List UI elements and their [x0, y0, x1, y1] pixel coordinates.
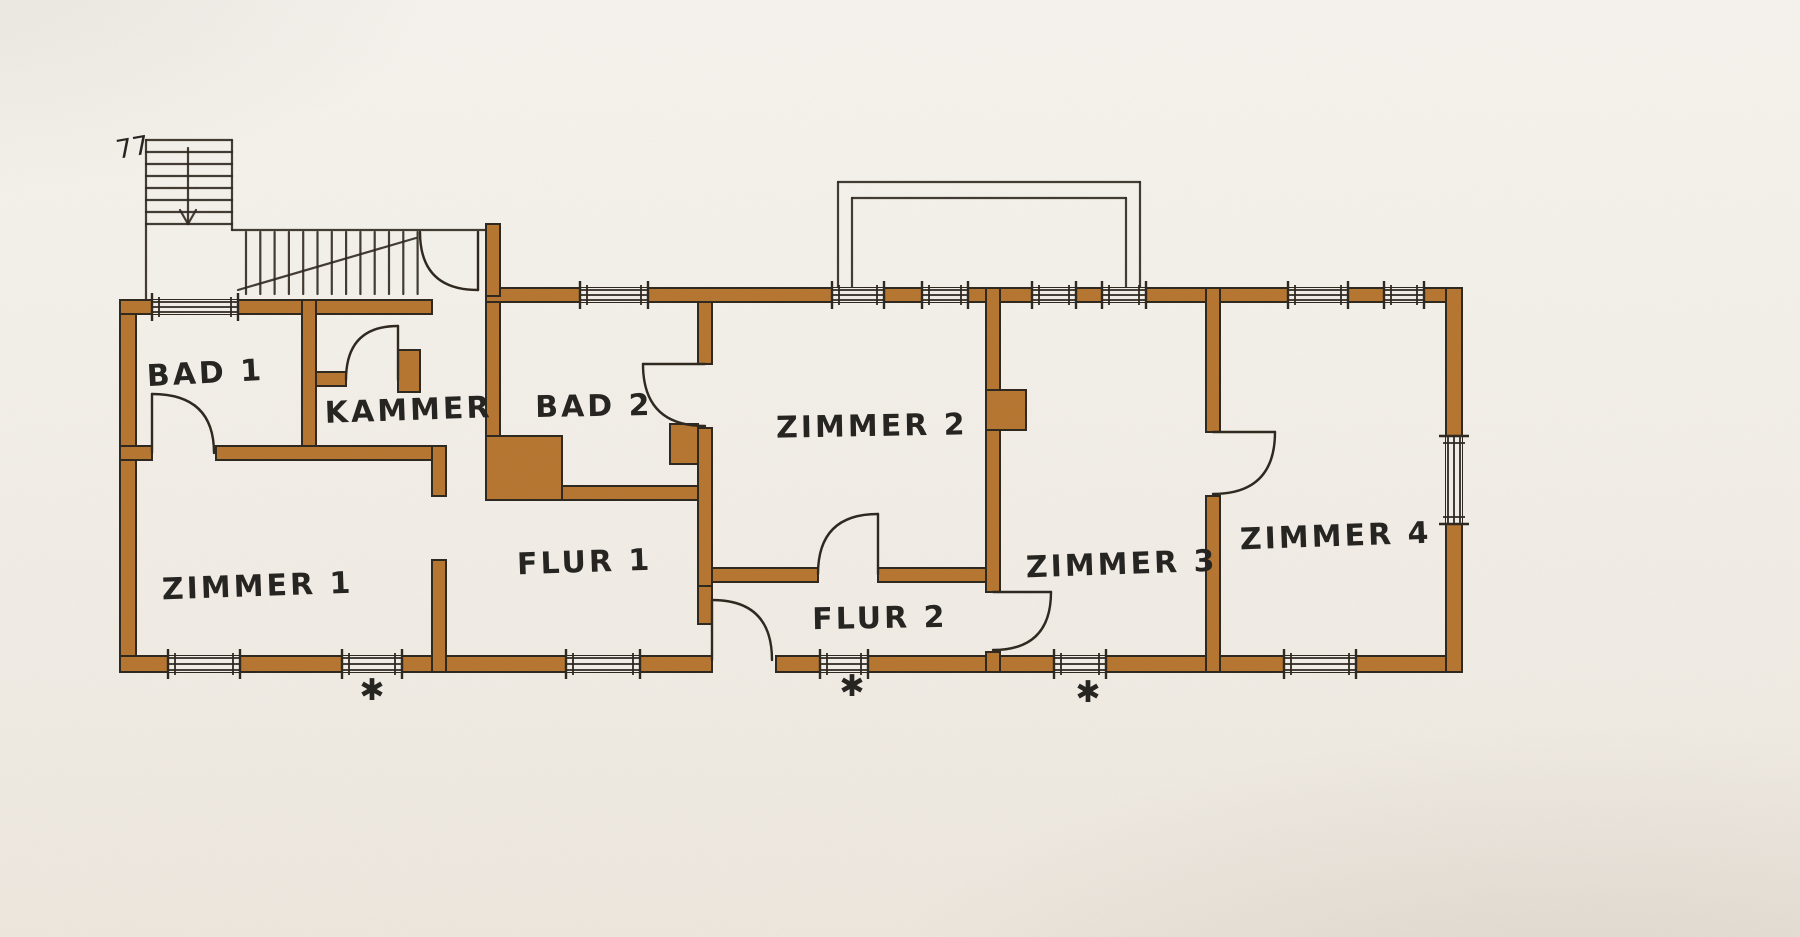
scanned-floor-plan: BAD 1 KAMMER BAD 2 ZIMMER 2 ZIMMER 1 FLU…	[0, 0, 1800, 937]
floor-plan-drawing: BAD 1 KAMMER BAD 2 ZIMMER 2 ZIMMER 1 FLU…	[0, 0, 1800, 937]
paper-grain-overlay	[0, 0, 1800, 937]
